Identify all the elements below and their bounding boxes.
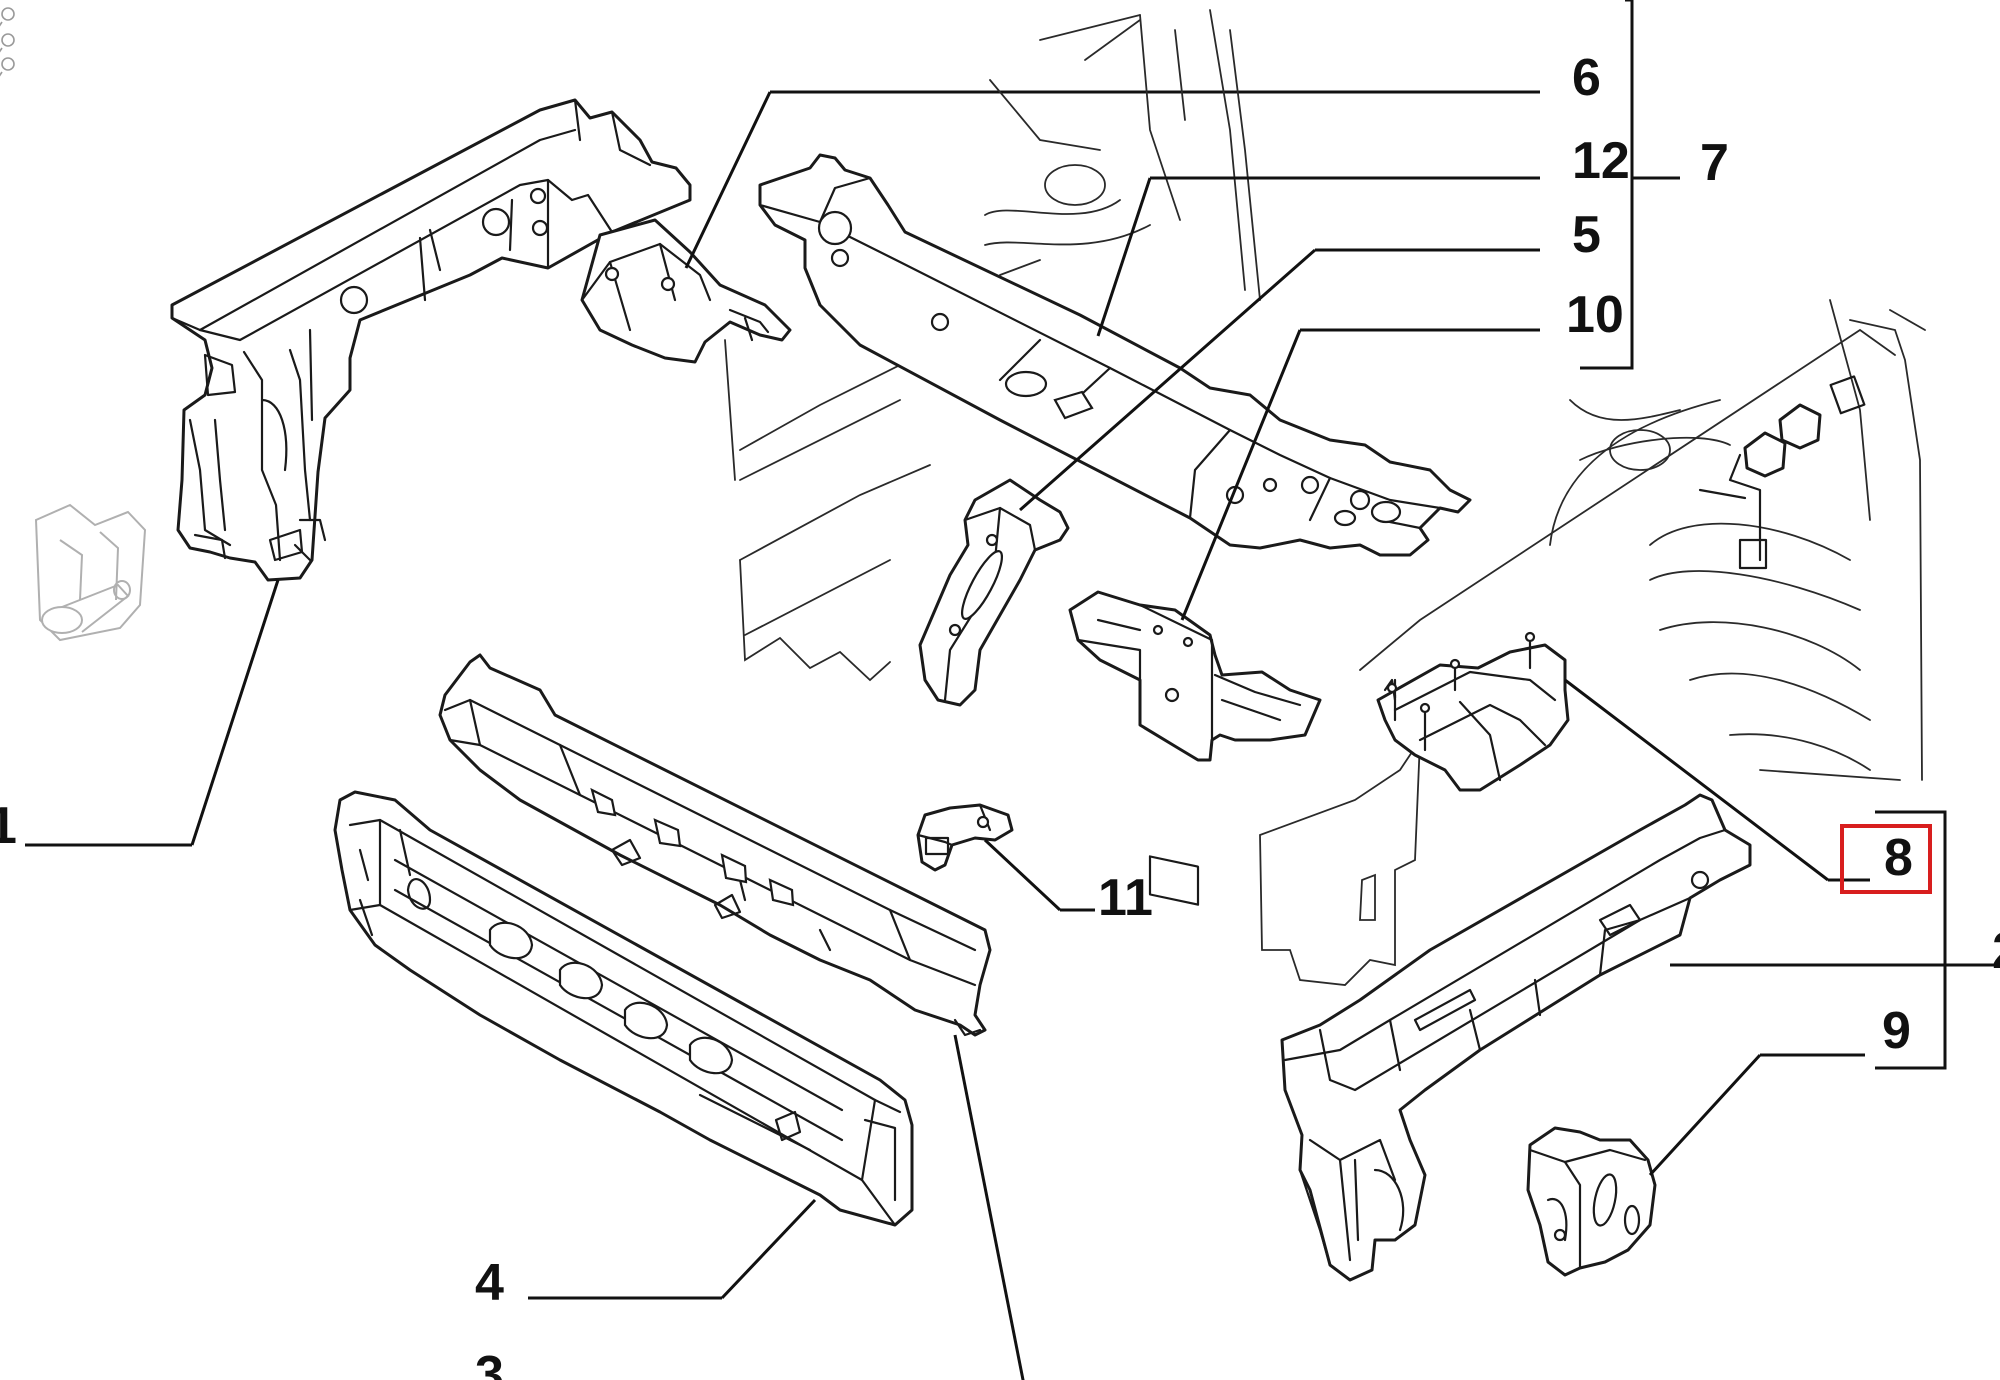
callout-8[interactable]: 8 [1884, 829, 1913, 887]
callout-1[interactable]: 1 [0, 797, 17, 855]
part-11-clip [916, 803, 1014, 872]
leader-12 [1096, 177, 1152, 337]
inset-thumbnail [34, 503, 147, 642]
part-6-bracket [580, 218, 792, 364]
part-12-upper-crossmember [758, 153, 1472, 557]
leader-4 [720, 1198, 817, 1300]
part-3-crossmember [438, 653, 992, 1037]
part-4-bumper-reinforcement [333, 790, 914, 1227]
callout-6[interactable]: 6 [1572, 49, 1601, 107]
ghost-body-right [1259, 299, 1926, 986]
callout-11[interactable]: 11 [1098, 869, 1153, 927]
callout-5[interactable]: 5 [1572, 206, 1601, 264]
part-5-vertical-brace [918, 478, 1070, 707]
callout-2[interactable]: 2 [1992, 922, 2000, 980]
leader-1 [190, 579, 280, 846]
callout-10[interactable]: 10 [1566, 286, 1624, 344]
leader-10 [1180, 329, 1302, 621]
ghost-body-top [984, 9, 1261, 301]
callout-12[interactable]: 12 [1572, 132, 1630, 190]
callout-9[interactable]: 9 [1882, 1002, 1911, 1060]
callout-4[interactable]: 4 [475, 1254, 504, 1312]
leader-8 [1564, 678, 1829, 882]
part-2-front-rail-right [1280, 793, 1752, 1282]
callout-3[interactable]: 3 [475, 1346, 504, 1380]
callout-8-highlight [1840, 824, 1932, 894]
callout-7[interactable]: 7 [1700, 134, 1729, 192]
leader-9 [1648, 1053, 1762, 1177]
group-bracket-7 [1580, 0, 1680, 370]
group-bracket-right [1875, 810, 1947, 1070]
part-1-front-rail-left [170, 98, 692, 582]
zoom-icon[interactable] [0, 7, 15, 78]
part-10-latch-bracket [1068, 590, 1322, 906]
part-8-arch-bracket [1376, 631, 1570, 792]
leader-6 [684, 91, 772, 269]
part-9-gusset [1526, 1126, 1657, 1277]
leader-11 [983, 838, 1062, 912]
leader-3 [953, 1034, 1025, 1380]
leader-5 [1019, 248, 1316, 512]
